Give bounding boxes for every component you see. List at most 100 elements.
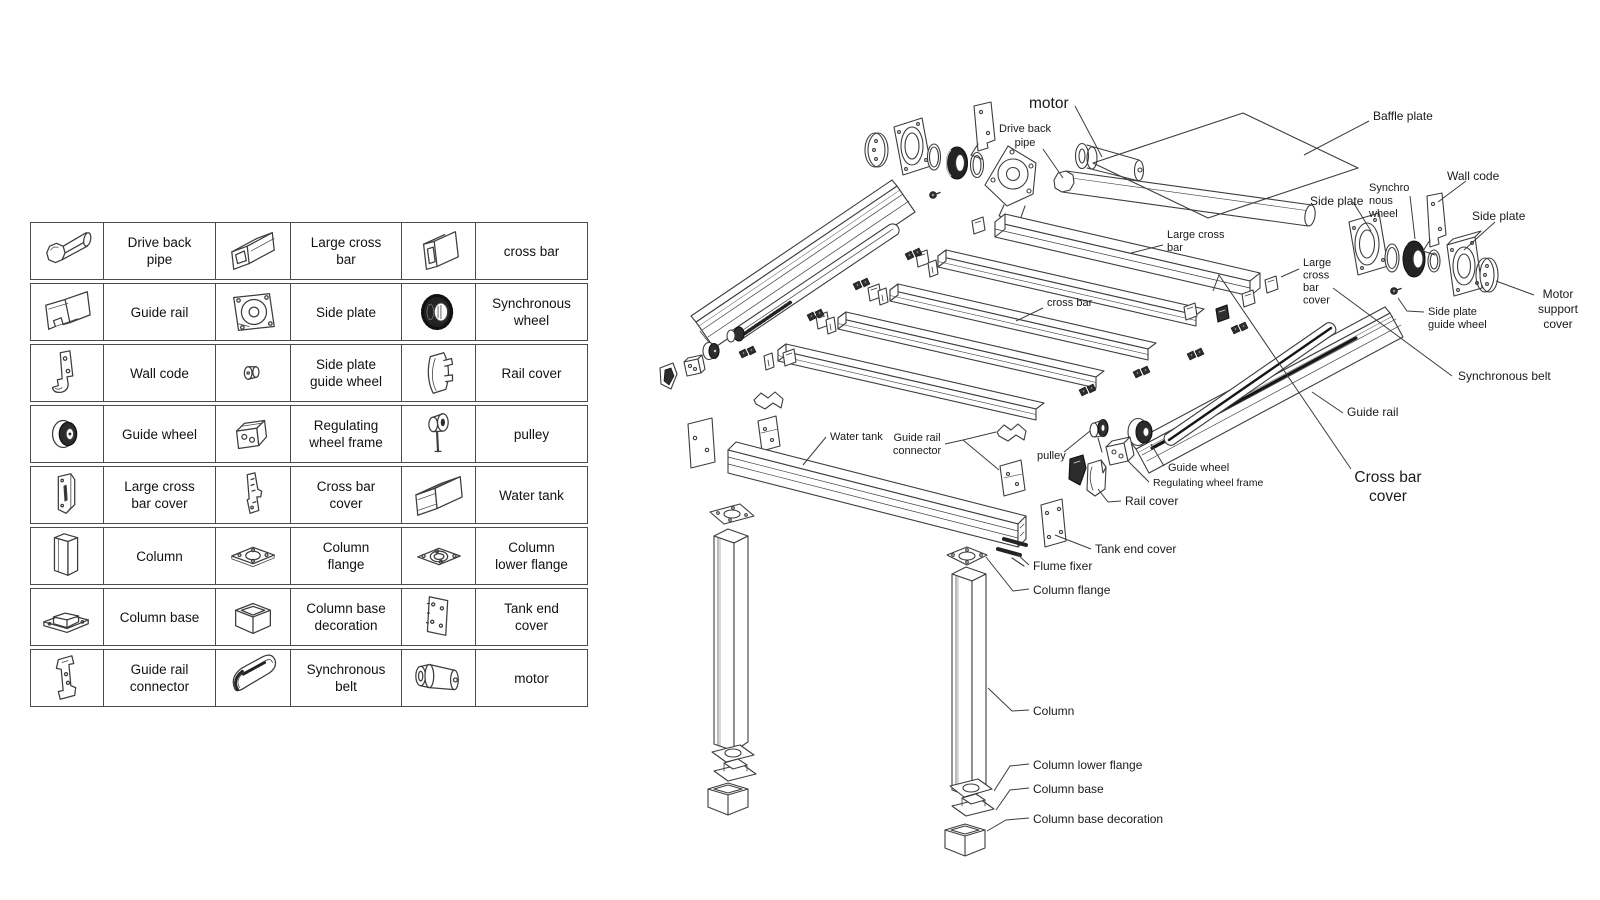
diagram-label-cross-bar: cross bar bbox=[1047, 297, 1093, 309]
synchronous-wheel-icon bbox=[401, 283, 476, 341]
regulating-wheel-frame-icon bbox=[215, 405, 291, 463]
part-synchronous-wheel-right bbox=[1401, 240, 1426, 278]
diagram-label-column-flange: Column flange bbox=[1033, 583, 1111, 597]
part-guide-rail-connector-left bbox=[753, 391, 784, 452]
leader-line-baffle-plate bbox=[1303, 120, 1370, 156]
leader-line-regulating-wheel-frame bbox=[1127, 460, 1150, 483]
leader-line-guide-wheel bbox=[1150, 443, 1165, 467]
leader-line-pulley bbox=[1063, 430, 1091, 453]
part-wall-code bbox=[1422, 192, 1447, 256]
part-side-plate-right-cluster bbox=[1348, 212, 1389, 276]
large-cross-bar-icon bbox=[215, 222, 291, 280]
part-column-right bbox=[951, 566, 987, 798]
column-icon bbox=[30, 527, 104, 585]
part-flume-fixer bbox=[996, 537, 1028, 567]
part-column-base-left bbox=[713, 758, 757, 782]
diagram-label-column-lower-flange: Column lower flange bbox=[1033, 758, 1143, 772]
part-corner-bracket bbox=[1068, 454, 1087, 486]
part-cross-bar bbox=[889, 283, 1157, 361]
part-label-cross-bar: cross bar bbox=[475, 222, 588, 280]
guide-rail-connector-icon bbox=[30, 649, 104, 707]
part-o-ring bbox=[969, 151, 985, 179]
leader-line-cross-bar bbox=[1015, 307, 1044, 322]
part-column-lower-flange-right bbox=[949, 778, 993, 798]
part-motor bbox=[1074, 142, 1145, 182]
part-label-water-tank: Water tank bbox=[475, 466, 588, 524]
diagram-label-guide-wheel: Guide wheel bbox=[1168, 462, 1229, 474]
part-label-rail-cover: Rail cover bbox=[475, 344, 588, 402]
part-column-base-decoration-right bbox=[944, 823, 986, 857]
leader-line-drive-back-pipe bbox=[1042, 148, 1064, 179]
column-base-decoration-icon bbox=[215, 588, 291, 646]
part-large-cross-bar bbox=[994, 213, 1261, 297]
exploded-drawing bbox=[659, 101, 1499, 857]
part-regulating-wheel-frame-left bbox=[683, 354, 706, 377]
part-column-flange-right bbox=[946, 546, 988, 566]
leader-line-rail-cover bbox=[1097, 488, 1122, 503]
leader-line-tank-end-cover bbox=[1054, 534, 1092, 550]
leader-line-water-tank bbox=[802, 436, 827, 466]
leader-line-large-cross-bar bbox=[1130, 244, 1164, 254]
diagram-label-column-base: Column base bbox=[1033, 782, 1104, 796]
leader-line-flume-fixer bbox=[1016, 553, 1030, 566]
diagram-label-regulating-wheel-frame: Regulating wheel frame bbox=[1153, 477, 1263, 489]
part-cross-bar bbox=[777, 343, 1045, 421]
part-motor-support-cover-left bbox=[864, 132, 889, 168]
guide-wheel-icon bbox=[30, 405, 104, 463]
part-guide-wheel-left bbox=[702, 341, 720, 361]
part-column-flange-left bbox=[709, 503, 755, 525]
part-motor-support-cover bbox=[1475, 257, 1499, 293]
part-label-pulley: pulley bbox=[475, 405, 588, 463]
part-label-side-plate: Side plate bbox=[290, 283, 402, 341]
leader-line-column-base bbox=[995, 787, 1030, 811]
leader-line-large-cross-bar-cover bbox=[1280, 268, 1300, 278]
part-side-plate-left-cluster bbox=[893, 117, 932, 176]
leader-line-wall-code bbox=[1437, 180, 1467, 203]
leader-line-cross-bar-cover bbox=[1212, 273, 1352, 470]
diagram-label-pulley: pulley bbox=[1037, 450, 1066, 462]
part-tank-end-cover bbox=[1040, 498, 1067, 548]
part-baffle-plate bbox=[1092, 112, 1359, 219]
part-o-ring bbox=[926, 143, 942, 171]
column-base-icon bbox=[30, 588, 104, 646]
part-column-lower-flange-left bbox=[711, 744, 755, 763]
part-drive-pipe-plate bbox=[984, 145, 1037, 221]
part-guide-rail-connector bbox=[996, 423, 1027, 497]
diagram-label-side-plate-left: Side plate bbox=[1310, 194, 1364, 208]
diagram-label-rail-cover: Rail cover bbox=[1125, 494, 1178, 508]
part-label-wall-code: Wall code bbox=[103, 344, 216, 402]
part-wall-code-left bbox=[970, 101, 996, 160]
part-o-ring bbox=[1384, 243, 1400, 273]
leader-line-side-plate-right bbox=[1463, 221, 1496, 251]
diagram-label-side-plate-right: Side plate bbox=[1472, 209, 1526, 223]
part-regulating-wheel-frame bbox=[1105, 436, 1135, 466]
part-column-base-right bbox=[951, 793, 995, 817]
part-guide-wheel bbox=[1127, 417, 1153, 447]
part-cross-bar bbox=[937, 249, 1205, 327]
part-rail-cover bbox=[1086, 459, 1107, 497]
diagram-label-tank-end-cover: Tank end cover bbox=[1095, 542, 1176, 556]
leader-line-side-plate-left bbox=[1352, 201, 1372, 232]
water-tank-icon bbox=[401, 466, 476, 524]
